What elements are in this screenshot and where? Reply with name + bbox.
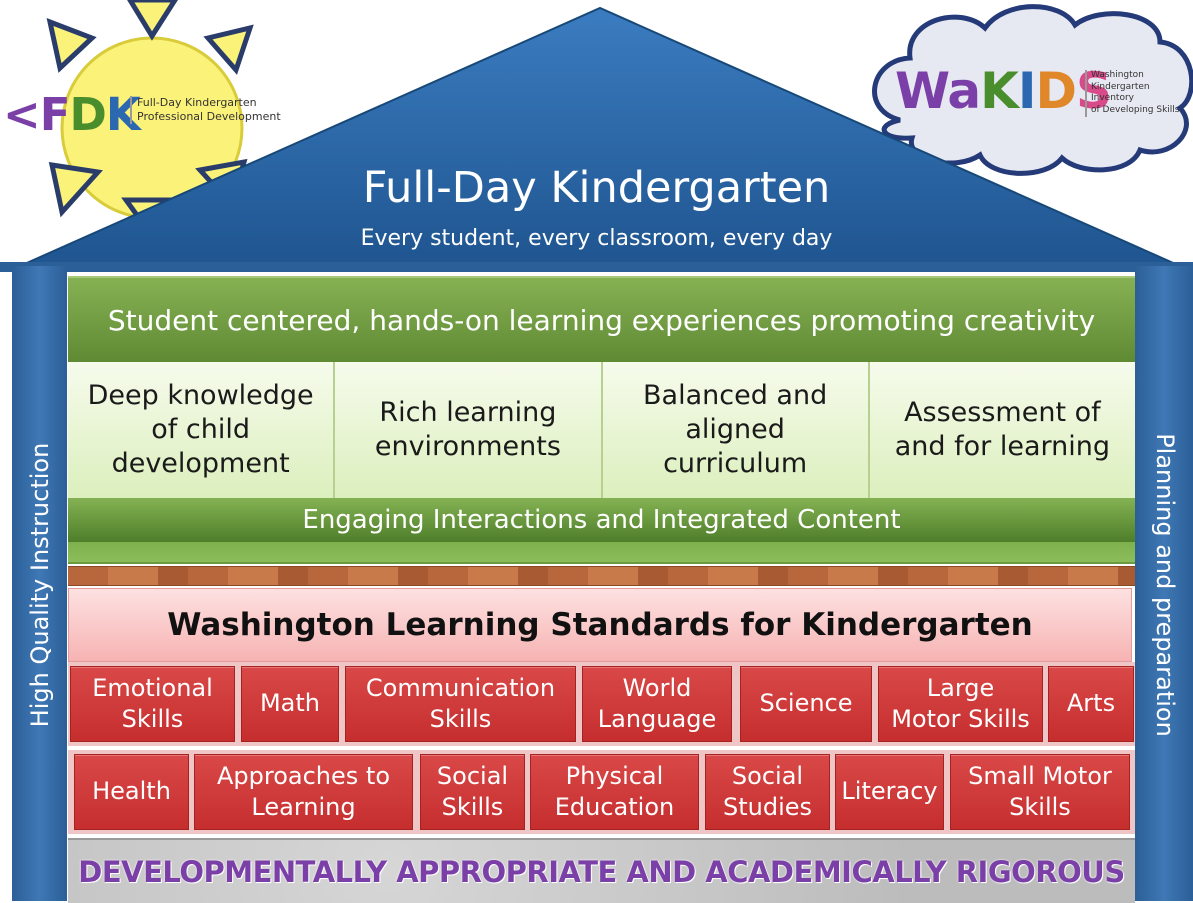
standard-line: Small Motor [968,761,1112,790]
fdk-caption-line2: Professional Development [137,109,281,123]
green-strip [68,542,1135,564]
standard-line: Arts [1066,689,1116,718]
standard-line: Education [554,793,675,821]
standard-line: Skills [429,705,492,733]
standard-line: Large [926,673,995,702]
standard-line: Motor Skills [891,705,1030,733]
tier-child-development: Deep knowledge of child development [68,362,336,498]
tier-row: Deep knowledge of child development Rich… [68,362,1135,498]
standard-line: World [622,673,692,702]
standard-box: Science [740,666,872,742]
standard-line: Social [436,761,509,790]
tier-line: Deep knowledge [87,380,314,412]
tier-line: Balanced and [643,380,828,412]
fdk-logo-caption: Full-Day Kindergarten Professional Devel… [130,96,281,124]
standard-box: Health [74,754,189,830]
wakids-letter: a [947,62,981,120]
wakids-letter: W [895,62,948,120]
standard-line: Emotional [92,673,213,702]
tier-line: Rich learning [379,397,557,429]
fdk-letter-k: K [105,88,141,141]
wakids-letter: I [1017,62,1037,120]
wakids-letter: S [1076,62,1112,120]
foundation-label: DEVELOPMENTALLY APPROPRIATE AND ACADEMIC… [78,854,1125,889]
tier-line: of child [151,414,250,446]
engaging-band: Engaging Interactions and Integrated Con… [68,498,1135,542]
tier-learning-environments: Rich learning environments [335,362,603,498]
tier-curriculum: Balanced and aligned curriculum [602,362,870,498]
wakids-logo: WaKIDS [895,62,1112,120]
tier-line: environments [374,431,561,462]
standard-line: Science [759,689,853,718]
top-band: Student centered, hands-on learning expe… [68,276,1135,362]
standard-box: Arts [1048,666,1134,742]
fdk-letter-d: D [69,88,106,141]
standard-line: Math [259,689,321,718]
standard-line: Learning [251,793,356,821]
wakids-letter: K [980,62,1019,120]
tier-line: curriculum [663,447,808,479]
standard-line: Health [92,777,171,806]
standard-line: Skills [1009,793,1071,821]
fdk-letter-f: F [39,88,71,141]
wakids-caption-line3: of Developing Skills [1091,105,1180,116]
wood-beam [68,566,1135,586]
tier-line: aligned [685,414,785,446]
standard-line: Literacy [841,777,938,806]
page-title: Full-Day Kindergarten [362,163,831,213]
wakids-caption-line2: Kindergarten Inventory [1091,81,1150,104]
tier-assessment: Assessment of and for learning [869,362,1135,498]
standard-line: Skills [441,793,504,821]
roof-graphics [0,0,1193,272]
wakids-caption-line1: Washington [1091,70,1144,80]
tier-line: Assessment of [904,397,1101,429]
pillar-right [1135,266,1193,901]
standard-line: Social [731,761,804,790]
standard-box: Literacy [835,754,944,830]
wakids-logo-caption: Washington Kindergarten Inventory of Dev… [1085,70,1193,117]
tier-line: development [111,447,290,479]
standard-box: Approaches to Learning [194,754,413,830]
cloud-icon [872,4,1193,176]
foundation: DEVELOPMENTALLY APPROPRIATE AND ACADEMIC… [68,838,1135,903]
standard-line: Physical [565,761,664,790]
fdk-caption-line1: Full-Day Kindergarten [137,96,257,109]
standard-line: Communication [365,673,556,702]
page-subtitle: Every student, every classroom, every da… [360,226,833,251]
pillar-right-label: Planning and preparation [1151,433,1179,737]
pillar-left-label: High Quality Instruction [26,442,54,728]
standard-box: Math [241,666,339,742]
standard-line: Skills [121,705,184,733]
tier-line: and for learning [894,431,1110,462]
fdk-logo: <FDK [3,88,141,141]
wakids-letter: D [1035,62,1077,120]
standard-line: Language [597,705,717,733]
standards-header: Washington Learning Standards for Kinder… [68,588,1132,662]
standard-line: Studies [722,793,813,821]
standard-line: Approaches to [216,761,390,790]
pillar-left [12,266,67,901]
